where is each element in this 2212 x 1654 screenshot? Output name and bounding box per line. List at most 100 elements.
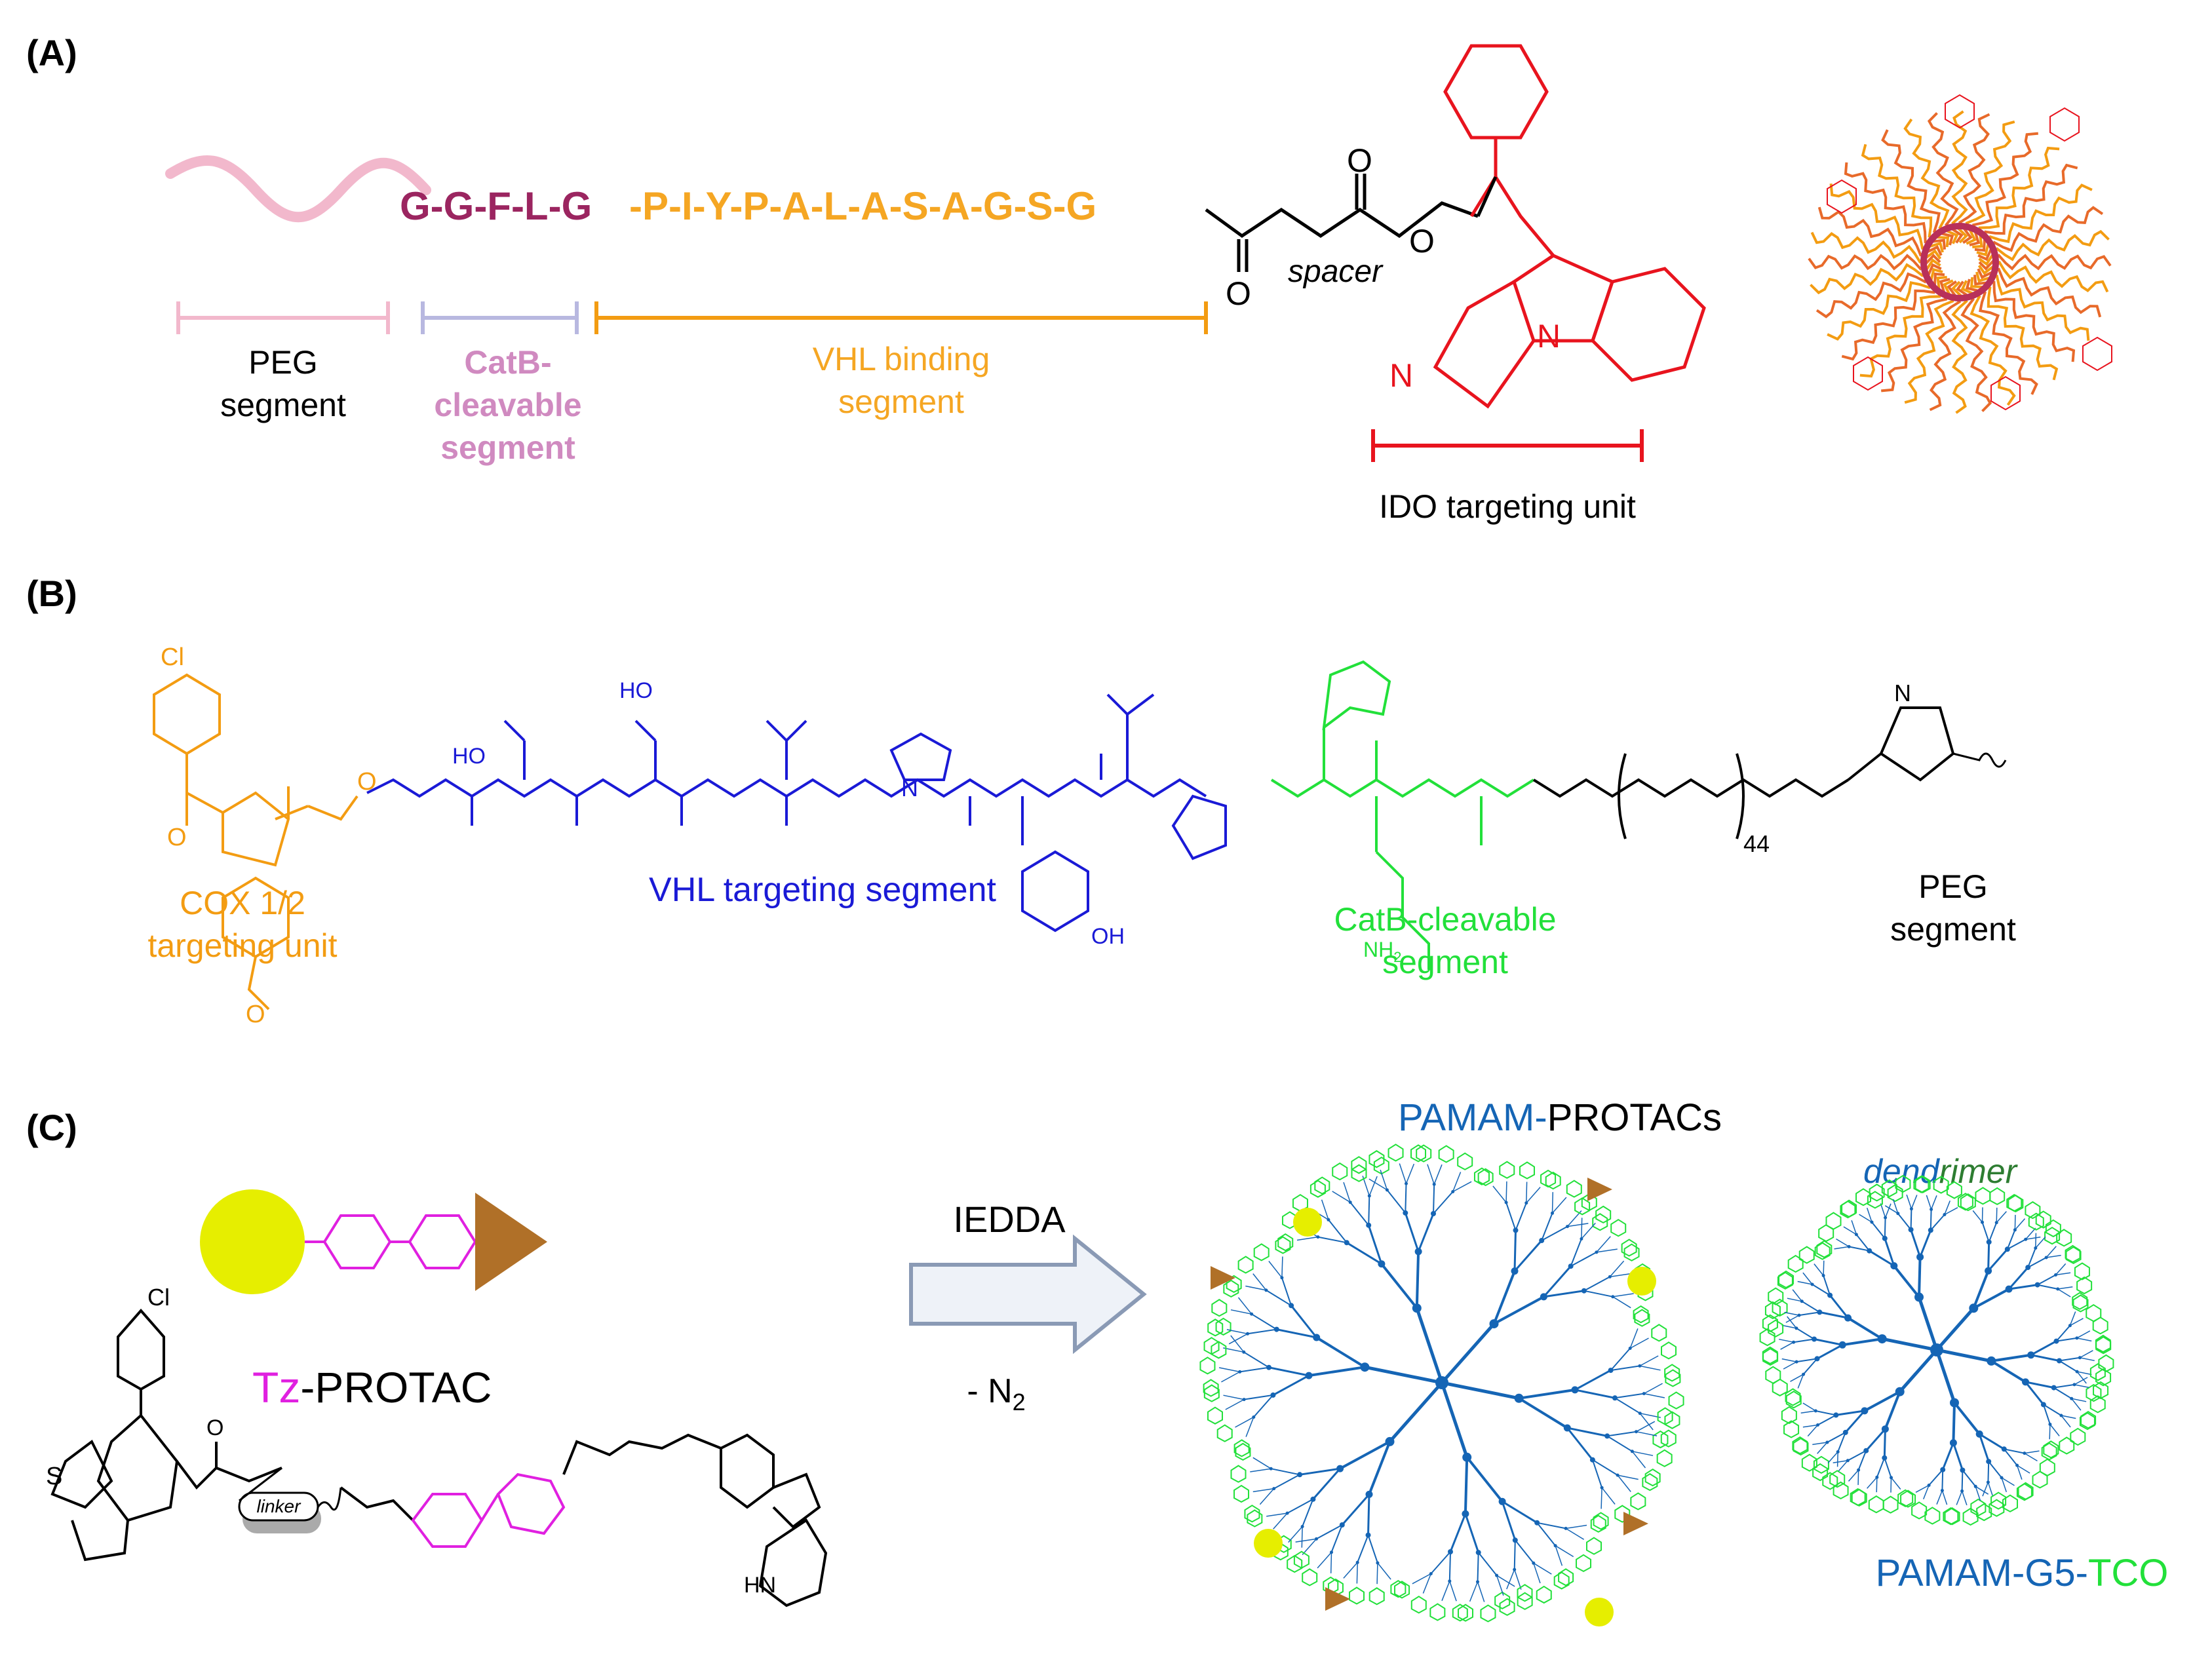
dendrimer-branch (2056, 1337, 2078, 1342)
yellow-ligand-circle (200, 1189, 305, 1294)
micelle-chain (1969, 277, 2059, 381)
dendrimer-branch (1941, 1442, 1954, 1471)
micelle-chain (1972, 146, 2060, 248)
tco-group (2056, 1229, 2072, 1247)
micelle-chain (1965, 120, 2015, 245)
dendrimer-branch (2037, 1274, 2056, 1286)
tco-group (2074, 1262, 2090, 1280)
yellow-ligand (1585, 1598, 1614, 1626)
dendrimer-branch (1543, 1290, 1585, 1298)
tco-group (1793, 1437, 1809, 1456)
dendrimer-branch (2076, 1337, 2092, 1342)
tco-group (1457, 1152, 1473, 1170)
micelle-chain (1810, 231, 1942, 264)
dendrimer-branch (1502, 1501, 1538, 1524)
dendrimer-branch (2007, 1239, 2027, 1250)
dendrimer-branch (1847, 1317, 1883, 1340)
dendrimer-branch (1636, 1431, 1658, 1436)
dendrimer-branch (1555, 1545, 1563, 1566)
dendrimer-branch (1565, 1528, 1584, 1540)
catb-sequence: G-G-F-L-G (400, 184, 592, 228)
dendrimer-branch (1273, 1474, 1300, 1490)
dendrimer-branch (1296, 1236, 1319, 1241)
catb-sidechains (1322, 660, 1483, 970)
ido-n1: N (1537, 318, 1561, 355)
tco-group (1944, 1507, 1960, 1526)
dendrimer-branch (1988, 1461, 2002, 1478)
tco-group (1410, 1144, 1426, 1163)
dendrimer-branch (1449, 1581, 1457, 1602)
dendrimer-branch (1377, 1562, 1391, 1580)
dendrimer-branch (1923, 1485, 1930, 1499)
dendrimer-branch (1536, 1522, 1556, 1547)
tco-group (1778, 1270, 1795, 1289)
dendrimer-branch (1245, 1285, 1267, 1291)
tco-group (1634, 1309, 1650, 1327)
dendrimer-branch (1780, 1341, 1794, 1350)
tco-group (1387, 1144, 1404, 1162)
cox-structure (153, 673, 359, 1010)
tco-group (2086, 1383, 2102, 1402)
dendrimer-branch (2070, 1318, 2084, 1326)
dendrimer-branch (1299, 1467, 1340, 1476)
tco-group (1244, 1505, 1260, 1523)
dendrimer-branch (2016, 1465, 2023, 1480)
dendrimer-branch (1253, 1394, 1274, 1418)
dendrimer-branch (1567, 1223, 1589, 1227)
dendrimer-branch (1956, 1491, 1963, 1505)
dendrimer-branch (1477, 1552, 1479, 1582)
tco-group (1623, 1243, 1640, 1261)
vhl-n-pro: N (901, 775, 918, 801)
dendrimer-branch (1574, 1369, 1612, 1391)
dendrimer-branch (1884, 1205, 1899, 1214)
dendrimer-branch (1515, 1539, 1534, 1564)
iedda-label: IEDDA (953, 1199, 1066, 1240)
dendrimer-branch (1629, 1337, 1649, 1349)
dendrimer-branch (1988, 1222, 1998, 1242)
micelle-chain (1977, 267, 2102, 318)
dendrimer-branch (1631, 1451, 1646, 1469)
tco-group (1332, 1162, 1348, 1181)
tco-group (2079, 1412, 2095, 1431)
tco-group (1914, 1175, 1931, 1193)
tco-group (1633, 1305, 1649, 1324)
dendrimer-branch (1276, 1328, 1317, 1339)
dendrimer-branch (2043, 1404, 2062, 1416)
tco-group (1656, 1449, 1673, 1467)
tco-group (1772, 1378, 1788, 1396)
dendrimer-branch (1883, 1429, 1886, 1458)
dendrimer-branch (1405, 1183, 1407, 1213)
micelle-ido-unit (1945, 94, 1975, 129)
dendrimer-branch (1941, 1490, 1948, 1505)
dendrimer-branch (2080, 1357, 2095, 1362)
tco-group (2025, 1201, 2041, 1220)
spacer-o2: O (1347, 142, 1372, 179)
dendrimer-branch (1817, 1442, 1828, 1454)
pamam-protac-dendrimer (1199, 1144, 1684, 1626)
micelle-chain (1958, 113, 1990, 244)
panel-a: (A) G-G-F-L-G -P-I-Y-P-A-L-A-S-A-G-S-G O… (26, 32, 2112, 525)
dendrimer-branch (1415, 1251, 1420, 1309)
dendrimer-branch (1230, 1335, 1245, 1353)
micelle-graphic (1808, 94, 2112, 414)
dendrimer-branch (1890, 1477, 1901, 1490)
panel-b: (B) Cl O O O (26, 573, 2016, 1028)
dendrimer-branch (2069, 1311, 2076, 1326)
dendrimer-branch (1465, 1456, 1504, 1503)
tco-group (1772, 1298, 1788, 1317)
dendrimer-branch (1802, 1272, 1813, 1285)
dendrimer-branch (2076, 1371, 2092, 1375)
dendrimer-branch (1422, 1573, 1431, 1594)
dendrimer-branch (1477, 1552, 1498, 1576)
triazole-wavy (1952, 752, 2007, 768)
tco-group (1595, 1205, 1612, 1224)
dendrimer-branch (1639, 1355, 1659, 1367)
dendrimer-branch (1867, 1476, 1878, 1489)
dendrimer-branch (1606, 1435, 1633, 1452)
tco-group (1293, 1550, 1310, 1569)
dendrimer-branch (1541, 1212, 1553, 1241)
dendrimer-branch (1978, 1433, 1990, 1462)
dendrimer-branch (1417, 1213, 1435, 1252)
pamam-g5-tco-label: PAMAM-G5-TCO (1876, 1552, 2169, 1594)
tco-group (1452, 1604, 1468, 1622)
